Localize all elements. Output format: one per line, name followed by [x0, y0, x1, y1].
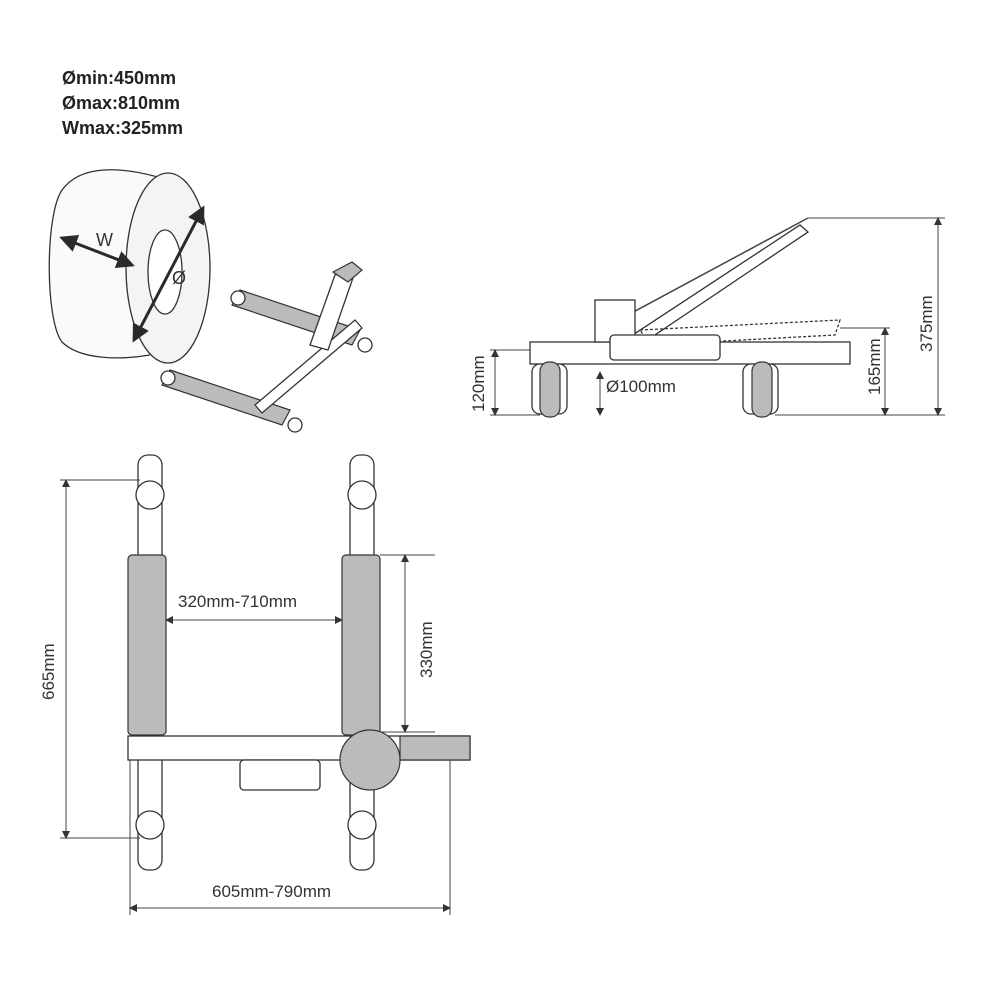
- arm-spacing-label: 320mm-710mm: [178, 592, 297, 611]
- tire-illustration: W Ø: [48, 169, 211, 364]
- max-diameter-spec: Ømax:810mm: [62, 93, 181, 113]
- tire-spec-list: Ømin:450mm Ømax:810mm Wmax:325mm: [62, 66, 183, 141]
- dolly-perspective-illustration: [160, 261, 373, 433]
- side-view-drawing: 120mm Ø100mm 165mm 375mm: [469, 217, 945, 418]
- width-label: W: [96, 230, 113, 250]
- roller-length-label: 330mm: [417, 621, 436, 678]
- length-label: 665mm: [39, 643, 58, 700]
- min-diameter-spec: Ømin:450mm: [62, 68, 177, 88]
- diameter-arrow: [132, 205, 205, 343]
- wheel-diameter-label: Ø100mm: [606, 377, 676, 396]
- foot-pedal: [339, 729, 401, 791]
- left-roller: [127, 554, 167, 736]
- right-roller: [341, 554, 381, 736]
- total-height-label: 375mm: [917, 295, 936, 352]
- diameter-label: Ø: [172, 268, 186, 288]
- lift-height-label: 165mm: [865, 338, 884, 395]
- frame-height-label: 120mm: [469, 355, 488, 412]
- width-arrow: [59, 235, 135, 268]
- width-dimension-label: 605mm-790mm: [212, 882, 331, 901]
- max-width-spec: Wmax:325mm: [62, 118, 184, 138]
- top-view-drawing: 665mm 320mm-710mm 330mm 605mm-790mm: [39, 454, 471, 915]
